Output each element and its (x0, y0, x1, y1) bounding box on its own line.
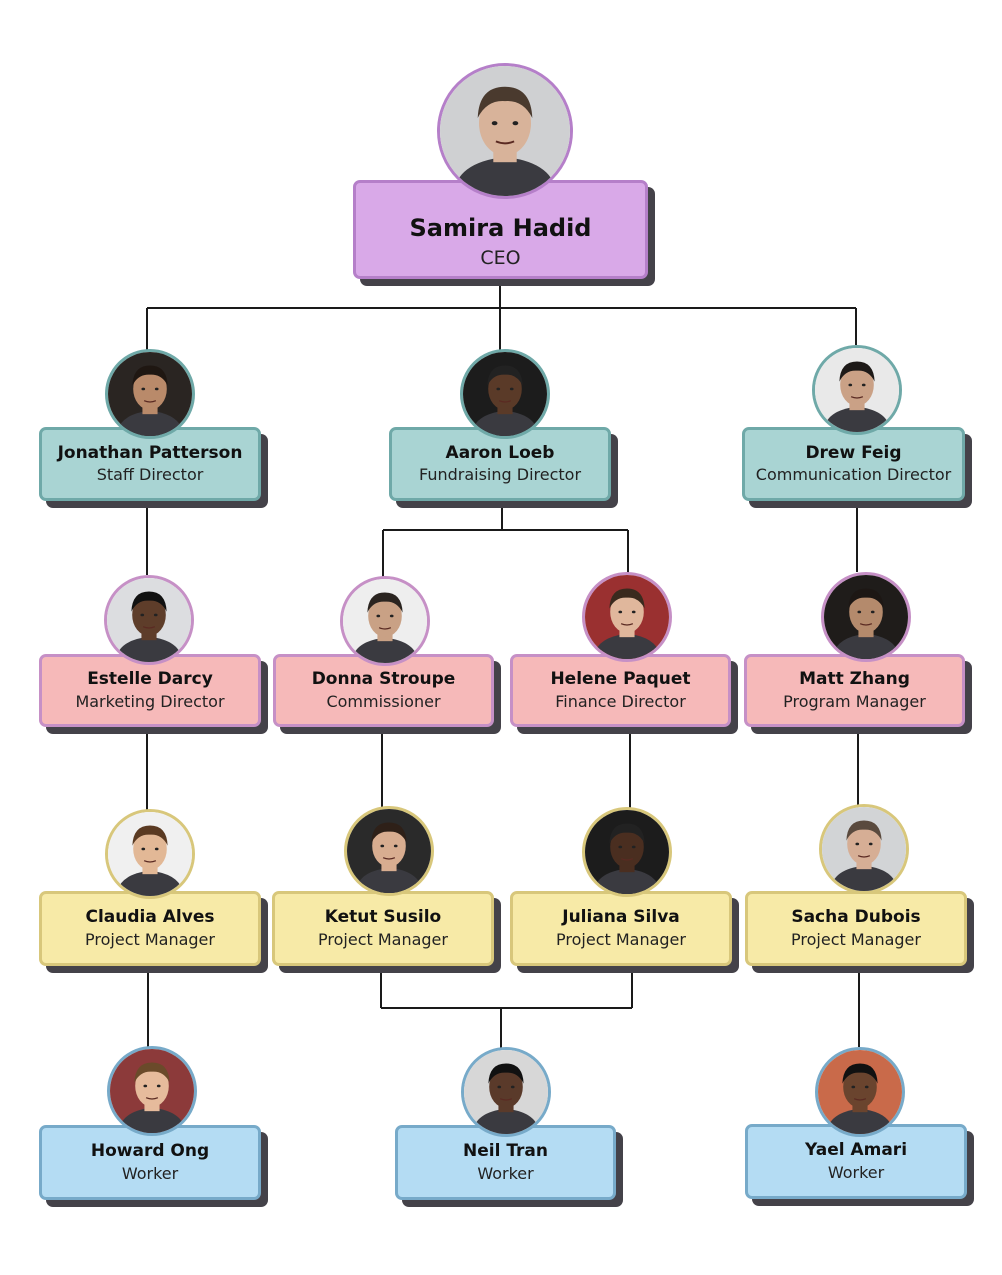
person-photo-icon (104, 575, 194, 665)
person-name: Matt Zhang (799, 669, 910, 690)
portrait-photo (347, 809, 431, 893)
portrait-photo (107, 578, 191, 662)
person-name: Helene Paquet (550, 669, 691, 690)
person-role: Program Manager (783, 691, 926, 711)
person-name: Jonathan Patterson (57, 442, 243, 463)
person-role: Project Manager (556, 929, 686, 949)
person-name: Sacha Dubois (791, 907, 921, 928)
person-photo-icon (582, 807, 672, 897)
person-role: Worker (827, 1162, 885, 1182)
person-photo-icon (821, 572, 911, 662)
person-role: Project Manager (791, 929, 921, 949)
person-photo-icon (815, 1047, 905, 1137)
person-name: Samira Hadid (409, 214, 592, 243)
person-name: Ketut Susilo (324, 907, 442, 928)
person-name: Aaron Loeb (445, 442, 555, 463)
person-name: Neil Tran (462, 1141, 549, 1162)
person-photo-icon (105, 349, 195, 439)
person-photo-icon (340, 576, 430, 666)
person-role: Fundraising Director (418, 465, 582, 485)
portrait-photo (818, 1050, 902, 1134)
portrait-photo (822, 807, 906, 891)
person-role: Worker (121, 1163, 179, 1183)
portrait-photo (824, 575, 908, 659)
person-name: Donna Stroupe (311, 669, 456, 690)
person-role: Staff Director (96, 465, 204, 485)
portrait-photo (108, 352, 192, 436)
portrait-photo (464, 1050, 548, 1134)
person-name: Howard Ong (90, 1141, 210, 1162)
portrait-photo (110, 1049, 194, 1133)
person-name: Drew Feig (805, 442, 902, 463)
person-photo-icon (437, 63, 573, 199)
person-role: Commissioner (326, 691, 441, 711)
person-name: Claudia Alves (85, 907, 215, 928)
person-name: Yael Amari (804, 1140, 908, 1161)
portrait-photo (585, 575, 669, 659)
person-photo-icon (819, 804, 909, 894)
person-role: CEO (480, 246, 521, 269)
person-photo-icon (107, 1046, 197, 1136)
portrait-photo (108, 812, 192, 896)
portrait-photo (463, 352, 547, 436)
person-photo-icon (344, 806, 434, 896)
portrait-photo (440, 66, 570, 196)
person-role: Communication Director (755, 465, 952, 485)
person-role: Marketing Director (75, 691, 225, 711)
person-photo-icon (582, 572, 672, 662)
portrait-photo (815, 348, 899, 432)
person-photo-icon (460, 349, 550, 439)
person-role: Finance Director (555, 691, 686, 711)
person-role: Project Manager (318, 929, 448, 949)
person-name: Juliana Silva (562, 907, 680, 928)
person-photo-icon (461, 1047, 551, 1137)
person-role: Project Manager (85, 929, 215, 949)
person-photo-icon (105, 809, 195, 899)
portrait-photo (585, 810, 669, 894)
person-photo-icon (812, 345, 902, 435)
person-name: Estelle Darcy (87, 669, 213, 690)
person-role: Worker (477, 1163, 534, 1183)
portrait-photo (343, 579, 427, 663)
